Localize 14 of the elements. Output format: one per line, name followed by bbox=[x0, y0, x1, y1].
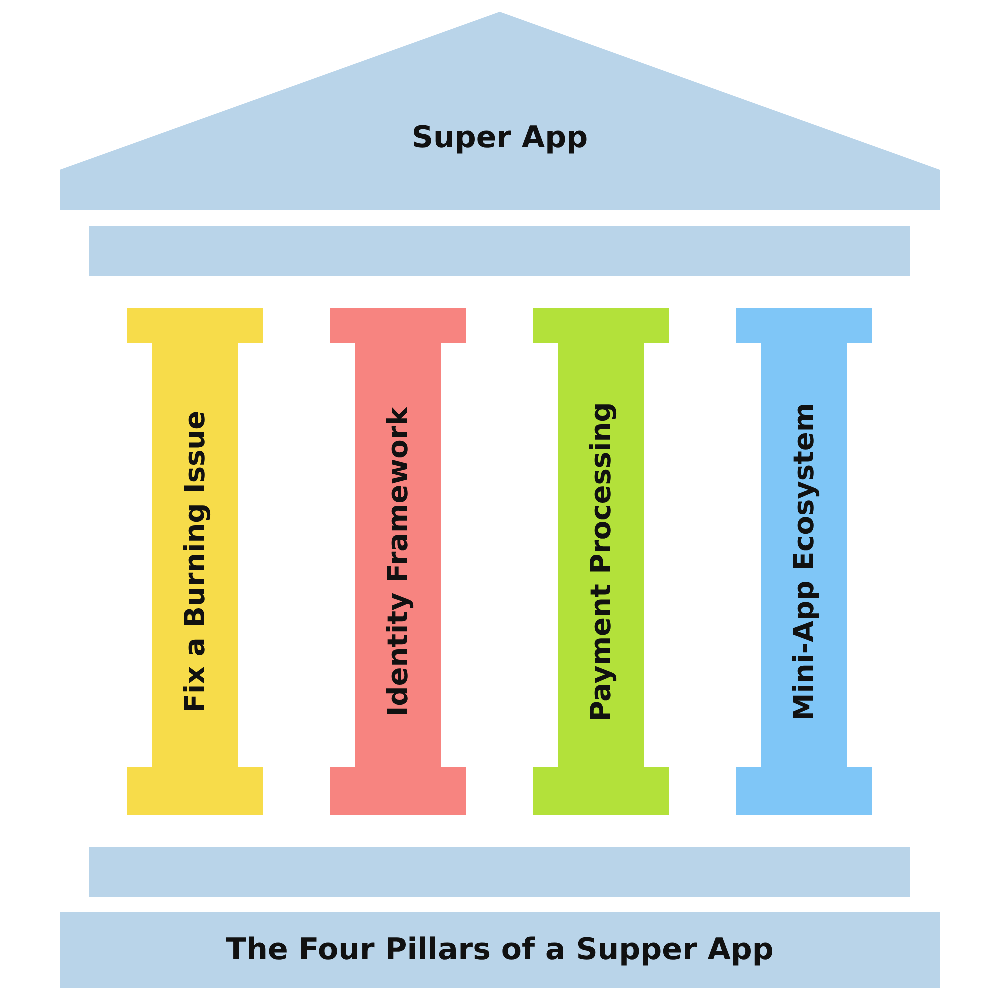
pillar-label: Identity Framework bbox=[382, 406, 414, 716]
roof-shape bbox=[60, 12, 940, 210]
pillar-label: Mini-App Ecosystem bbox=[788, 402, 820, 721]
pillar-label: Payment Processing bbox=[584, 402, 618, 722]
base-title: The Four Pillars of a Supper App bbox=[226, 932, 774, 968]
pillar bbox=[127, 308, 263, 815]
pillar bbox=[736, 308, 872, 815]
beam-bar bbox=[89, 226, 910, 276]
pillar bbox=[533, 308, 669, 815]
pillar-label: Fix a Burning Issue bbox=[178, 410, 212, 713]
pillar bbox=[330, 308, 466, 815]
base-band bbox=[60, 912, 940, 988]
plinth-bar bbox=[89, 847, 910, 897]
roof-title: Super App bbox=[412, 120, 588, 156]
